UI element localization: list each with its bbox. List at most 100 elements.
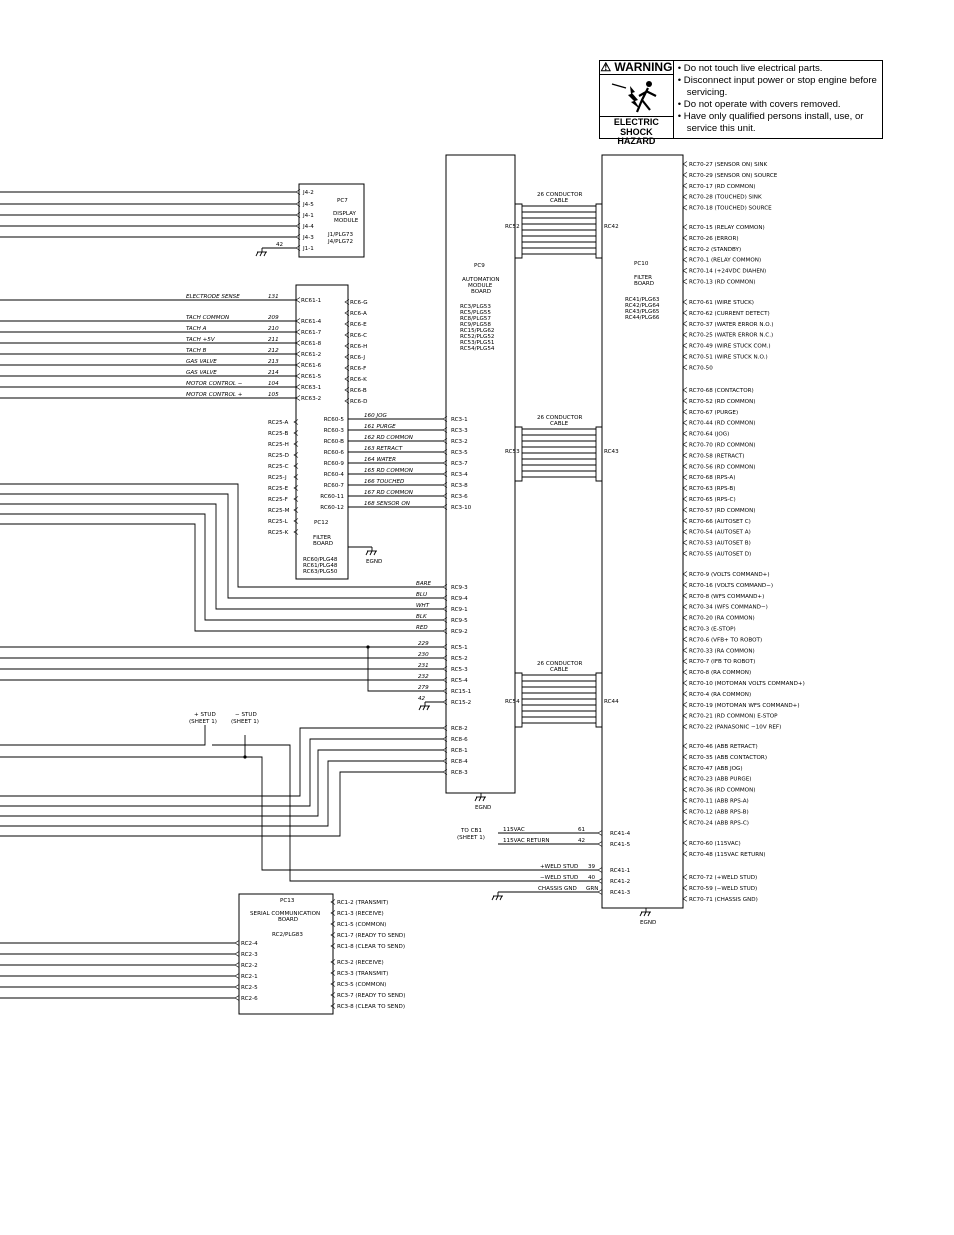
rc9-pin-label: RC9-3	[451, 585, 468, 591]
rc1-pin-label: RC1-2 (TRANSMIT)	[337, 900, 388, 906]
rc9-wire	[0, 523, 443, 632]
connector-head	[295, 373, 301, 379]
connector-head	[597, 878, 603, 884]
connector-head	[234, 951, 240, 957]
connector-head	[295, 318, 301, 324]
rc70-pin-label: RC70-52 (RD COMMON)	[689, 399, 755, 405]
rc70-pin-label: RC70-23 (ABB PURGE)	[689, 777, 751, 783]
rc60-pin-label: RC60-5	[324, 417, 345, 423]
rc70-pin-label: RC70-64 (JOG)	[689, 432, 729, 438]
connector-head	[344, 387, 350, 393]
egnd-label: EGND	[640, 920, 656, 926]
rc5-wire-number: 42	[418, 696, 426, 702]
rc2-pin-label: RC2-3	[241, 952, 258, 958]
neg-stud-wire	[0, 735, 246, 758]
rc9-pin-label: RC9-1	[451, 607, 468, 613]
pc12-wire-name: ELECTRODE SENSE	[186, 294, 240, 300]
rc5-wire-number: 232	[418, 674, 429, 680]
pc12-wire-number: 209	[268, 315, 279, 321]
rc70-pin-label: RC70-59 (−WELD STUD)	[689, 886, 757, 892]
pc12-name: PC12	[314, 520, 328, 526]
cable-right-plug: RC43	[604, 449, 619, 455]
connector-head	[682, 267, 688, 274]
cable-right-plug: RC44	[604, 699, 619, 705]
pc9-title-2: MODULE	[468, 283, 493, 289]
pc7-name: PC7	[337, 198, 348, 204]
pc13-title-2: BOARD	[278, 917, 298, 923]
pos-stud-sheet: (SHEET 1)	[189, 719, 217, 725]
pc12-pin-label: RC61-6	[301, 363, 322, 369]
connector-head	[682, 702, 688, 708]
connector-head	[442, 427, 448, 433]
warning-list: • Do not touch live electrical parts. • …	[674, 61, 882, 138]
connector-head	[344, 321, 350, 327]
connector-head	[293, 529, 299, 535]
rc9-wire-color: BLK	[416, 614, 428, 620]
connector-head	[442, 493, 448, 499]
rc3-wire-name: 162 RD COMMON	[364, 435, 414, 441]
rc2-pin-label: RC2-4	[241, 941, 258, 947]
connector-head	[682, 474, 688, 480]
rc60-pin-label: RC60-12	[320, 505, 344, 511]
pc12-title-2: BOARD	[313, 541, 333, 547]
rc8-pin-label: RC8-6	[451, 737, 468, 743]
rc5-pin-label: RC5-3	[451, 667, 468, 673]
connector-head	[682, 204, 688, 211]
connector-head	[293, 419, 299, 425]
pc12-wire-name: MOTOR CONTROL +	[186, 392, 243, 398]
connector-head	[682, 246, 688, 252]
pc13-title-1: SERIAL COMMUNICATION	[250, 911, 320, 917]
connector-head	[442, 725, 448, 731]
rc70-pin-label: RC70-13 (RD COMMON)	[689, 280, 755, 286]
neg-stud-label: − STUD	[235, 712, 257, 718]
pc9-title-1: AUTOMATION	[462, 277, 500, 283]
ground-symbol	[643, 911, 647, 917]
pc12-wire-name: TACH COMMON	[186, 315, 230, 321]
rc70-pin-label: RC70-7 (IFB TO ROBOT)	[689, 659, 755, 665]
connector-head	[234, 973, 240, 979]
connector-head	[682, 452, 688, 459]
rc70-pin-label: RC70-51 (WIRE STUCK N.O.)	[689, 355, 768, 361]
rc60-pin-label: RC60-3	[324, 428, 345, 434]
connector-head	[682, 808, 688, 815]
warning-item: • Do not touch live electrical parts.	[677, 63, 823, 74]
pc7-pin-label: J1-1	[302, 246, 314, 252]
connector-head	[330, 943, 336, 949]
connector-head	[682, 765, 688, 771]
connector-head	[682, 625, 688, 632]
connector-head	[295, 351, 301, 357]
rc70-pin-label: RC70-36 (RD COMMON)	[689, 788, 755, 794]
rc70-pin-label: RC70-16 (VOLTS COMMAND−)	[689, 583, 773, 589]
ground-symbol	[426, 705, 430, 711]
pc12-pin-label: RC61-2	[301, 352, 321, 358]
connector-head	[293, 518, 299, 524]
rc60-pin-label: RC60-11	[320, 494, 344, 500]
connector-head	[682, 603, 688, 610]
rc60-pin-label: RC60-7	[324, 483, 345, 489]
connector-head	[330, 921, 336, 927]
rc25-pin-label: RC25-E	[268, 486, 289, 492]
pc12-wire-number: 104	[268, 381, 279, 387]
cable-left-plug: RC52	[505, 224, 520, 230]
connector-head	[682, 669, 688, 675]
pc12-pin-label: RC63-2	[301, 396, 321, 402]
connector-head	[234, 995, 240, 1001]
connector-head	[682, 582, 688, 588]
warning-title: ⚠ WARNING	[600, 60, 673, 75]
connector-head	[293, 485, 299, 491]
ground-symbol	[482, 796, 486, 802]
connector-head	[234, 962, 240, 968]
connector-head	[682, 775, 688, 782]
connector-head	[682, 430, 688, 437]
rc9-wire-color: BLU	[416, 592, 427, 598]
rc70-pin-label: RC70-58 (RETRACT)	[689, 453, 744, 459]
rc3-pin-label: RC3-1	[451, 417, 468, 423]
connector-head	[344, 398, 350, 404]
connector-head	[682, 786, 688, 793]
rc70-pin-label: RC70-26 (ERROR)	[689, 236, 739, 242]
rc60-pin-label: RC60-4	[324, 472, 345, 478]
rc70-pin-label: RC70-12 (ABB RPS-B)	[689, 809, 749, 815]
rc70-pin-label: RC70-47 (ABB JOG)	[689, 766, 743, 772]
connector-head	[682, 723, 688, 730]
connector-head	[442, 606, 448, 612]
